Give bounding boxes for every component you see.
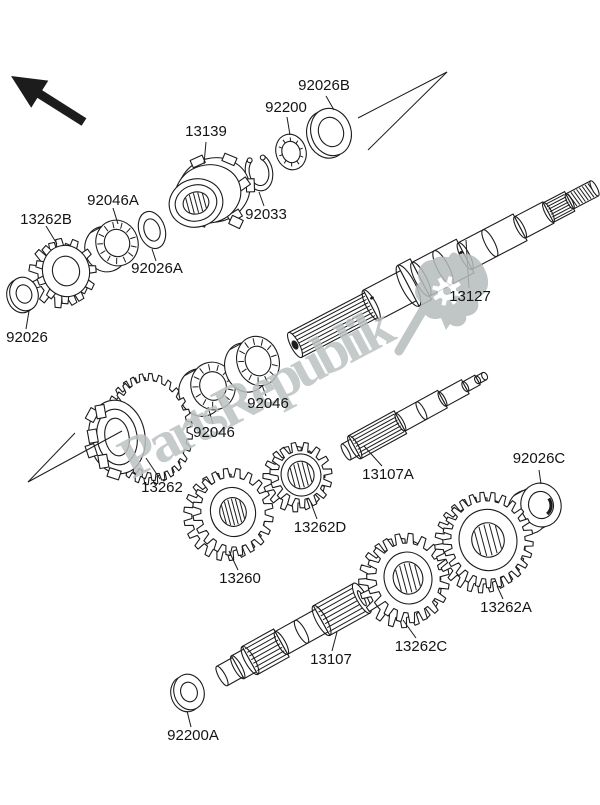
part-label-13127: 13127 xyxy=(449,288,491,305)
part-label-92026C: 92026C xyxy=(513,450,566,467)
part-label-92046-left: 92046 xyxy=(193,424,235,441)
part-label-92200: 92200 xyxy=(265,99,307,116)
part-label-13107: 13107 xyxy=(310,651,352,668)
part-label-92026: 92026 xyxy=(6,329,48,346)
part-label-13262: 13262 xyxy=(141,479,183,496)
part-label-92026B: 92026B xyxy=(298,77,350,94)
part-label-92046-right: 92046 xyxy=(247,395,289,412)
part-label-13262C: 13262C xyxy=(395,638,448,655)
part-label-13139: 13139 xyxy=(185,123,227,140)
part-label-13262A: 13262A xyxy=(480,599,532,616)
part-label-13262D: 13262D xyxy=(294,519,347,536)
part-label-13260: 13260 xyxy=(219,570,261,587)
part-label-13107A: 13107A xyxy=(362,466,414,483)
part-label-92033: 92033 xyxy=(245,206,287,223)
part-label-92046A: 92046A xyxy=(87,192,139,209)
part-label-92200A: 92200A xyxy=(167,727,219,744)
part-label-92026A: 92026A xyxy=(131,260,183,277)
part-label-13262B: 13262B xyxy=(20,211,72,228)
